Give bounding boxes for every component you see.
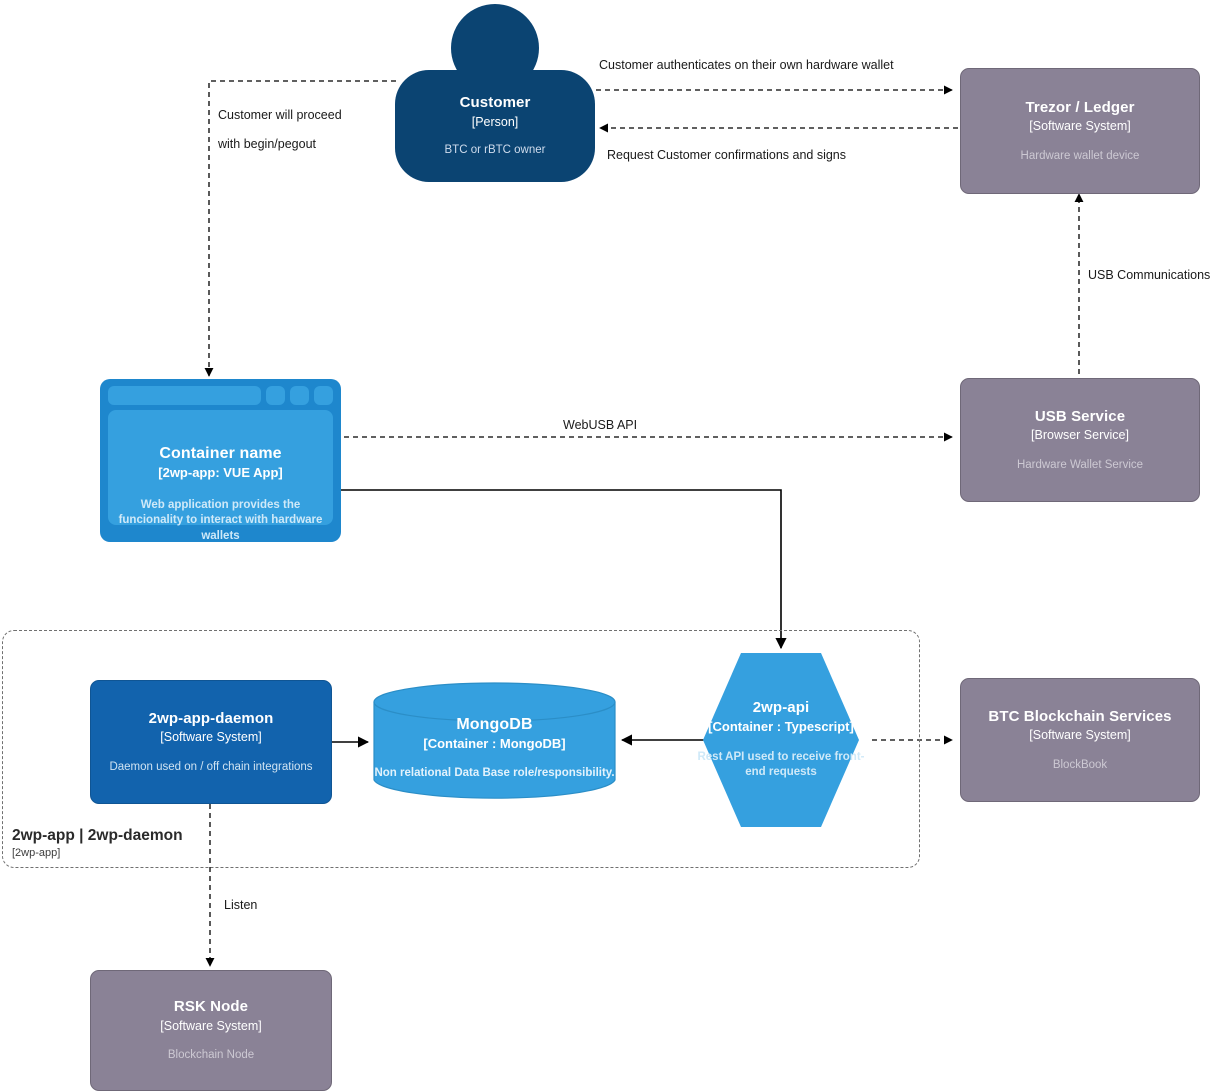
edge-label-trezor-to-customer: Request Customer confirmations and signs [607, 148, 847, 162]
node-container-name[interactable]: Container name [2wp-app: VUE App] Web ap… [100, 379, 341, 542]
person-body: Customer [Person] BTC or rBTC owner [395, 70, 595, 182]
boundary-2wp-app [2, 630, 920, 868]
browser-chrome-bar [108, 386, 333, 405]
node-btc-blockchain-services[interactable]: BTC Blockchain Services [Software System… [960, 678, 1200, 802]
boundary-name: 2wp-app | 2wp-daemon [12, 827, 183, 844]
trezor-ledger-type: [Software System] [1029, 119, 1131, 134]
2wp-api-title: 2wp-api [752, 699, 810, 717]
trezor-ledger-description: Hardware wallet device [1020, 149, 1140, 162]
mongodb-title: MongoDB [456, 715, 533, 733]
node-usb-service[interactable]: USB Service [Browser Service] Hardware W… [960, 378, 1200, 502]
browser-button-2-icon[interactable] [290, 386, 309, 405]
edge-label-customer-to-container-line2: with begin/pegout [218, 137, 316, 151]
browser-button-1-icon[interactable] [266, 386, 285, 405]
mongodb-type: [Container : MongoDB] [423, 735, 566, 751]
browser-button-3-icon[interactable] [314, 386, 333, 405]
rsk-node-description: Blockchain Node [167, 1049, 255, 1062]
boundary-label: 2wp-app | 2wp-daemon [2wp-app] [12, 826, 312, 859]
browser-viewport: Container name [2wp-app: VUE App] Web ap… [108, 410, 333, 542]
customer-description: BTC or rBTC owner [444, 144, 546, 157]
edge-customer-to-container [204, 80, 396, 377]
rsk-node-title: RSK Node [173, 998, 249, 1016]
mongodb-text: MongoDB [Container : MongoDB] Non relati… [373, 682, 616, 800]
edge-container-to-2wpapi [341, 489, 787, 650]
node-customer[interactable]: Customer [Person] BTC or rBTC owner [395, 4, 595, 182]
node-2wp-app-daemon[interactable]: 2wp-app-daemon [Software System] Daemon … [90, 680, 332, 804]
customer-type: [Person] [471, 114, 519, 129]
usb-service-description: Hardware Wallet Service [1016, 458, 1144, 471]
node-rsk-node[interactable]: RSK Node [Software System] Blockchain No… [90, 970, 332, 1091]
rsk-node-type: [Software System] [160, 1018, 262, 1033]
edge-label-webusb-api: WebUSB API [563, 418, 638, 432]
mongodb-description: Non relational Data Base role/responsibi… [374, 767, 615, 780]
btc-blockchain-type: [Software System] [1029, 728, 1131, 743]
cylinder-shape [373, 682, 616, 799]
usb-service-type: [Browser Service] [1031, 428, 1129, 443]
trezor-ledger-title: Trezor / Ledger [1025, 98, 1135, 116]
container-name-description: Web application provides the funcionalit… [118, 498, 323, 542]
edge-label-listen: Listen [224, 898, 258, 912]
2wp-api-type: [Container : Typescript] [708, 718, 854, 734]
btc-blockchain-description: BlockBook [1052, 758, 1108, 771]
2wp-api-description: Rest API used to receive front-end reque… [697, 750, 865, 779]
node-trezor-ledger[interactable]: Trezor / Ledger [Software System] Hardwa… [960, 68, 1200, 194]
2wp-api-text: 2wp-api [Container : Typescript] Rest AP… [697, 652, 864, 828]
boundary-tech: [2wp-app] [12, 847, 61, 860]
container-name-title: Container name [159, 445, 282, 462]
btc-blockchain-title: BTC Blockchain Services [988, 707, 1172, 725]
daemon-title: 2wp-app-daemon [148, 709, 274, 727]
hexagon-shape [703, 653, 859, 827]
edge-label-customer-to-trezor: Customer authenticates on their own hard… [599, 58, 894, 72]
browser-address-bar[interactable] [108, 386, 261, 405]
edge-label-customer-to-container-line1: Customer will proceed [218, 108, 342, 122]
container-name-type: [2wp-app: VUE App] [158, 465, 283, 480]
daemon-type: [Software System] [160, 730, 262, 745]
node-mongodb[interactable]: MongoDB [Container : MongoDB] Non relati… [373, 682, 616, 800]
node-2wp-api[interactable]: 2wp-api [Container : Typescript] Rest AP… [697, 652, 865, 828]
usb-service-title: USB Service [1034, 407, 1126, 425]
daemon-description: Daemon used on / off chain integrations [109, 760, 313, 773]
edge-label-usb-communications: USB Communications [1088, 268, 1211, 282]
customer-title: Customer [459, 94, 531, 112]
